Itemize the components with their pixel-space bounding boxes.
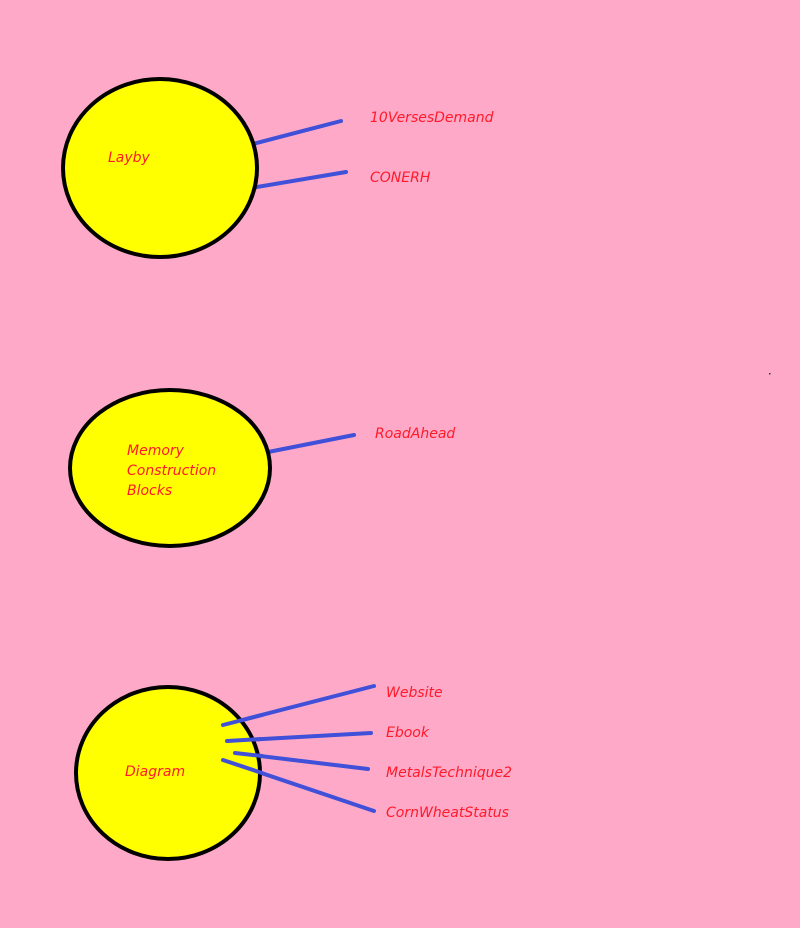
leaf-label: RoadAhead <box>375 426 455 442</box>
leaf-label: MetalsTechnique2 <box>386 765 512 781</box>
connector-line <box>243 119 343 148</box>
leaf-label: Ebook <box>386 725 430 741</box>
leaf-label: 10VersesDemand <box>370 110 494 126</box>
connector-line-overlay <box>221 713 264 727</box>
node-label: Layby <box>108 150 151 166</box>
leaf-label: CONERH <box>370 170 431 186</box>
node-circle <box>68 388 272 548</box>
node-label: Diagram <box>125 764 185 780</box>
node-circle <box>61 77 259 259</box>
connector-line-overlay <box>225 737 264 743</box>
node-label-line: Blocks <box>127 483 172 499</box>
connector-line-overlay <box>221 758 264 775</box>
mind-map-group-memory-construction-blocks: Memory Construction Blocks RoadAhead <box>68 388 455 548</box>
node-label-line: Memory <box>127 443 185 459</box>
node-label-line: Construction <box>127 463 216 479</box>
leaf-label: Website <box>386 685 443 701</box>
mind-map-group-layby: Layby 10VersesDemand CONERH <box>61 77 494 259</box>
leaf-label: CornWheatStatus <box>386 805 509 821</box>
stray-dot <box>769 373 771 375</box>
mind-map-group-diagram: Diagram Website Ebook MetalsTechnique2 C… <box>74 684 512 861</box>
connector-line-overlay <box>233 751 264 758</box>
